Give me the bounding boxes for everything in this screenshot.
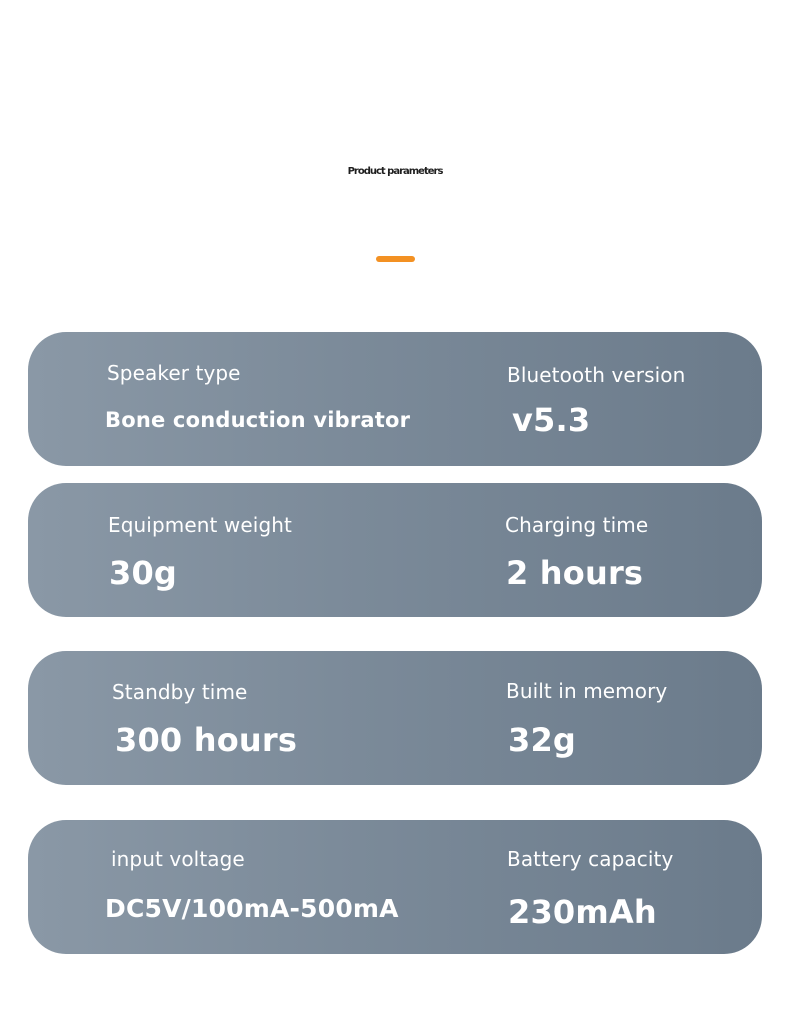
param-card-3: Standby time 300 hours Built in memory 3… — [28, 651, 762, 785]
param-input-voltage-label: input voltage — [111, 847, 245, 871]
param-speaker-type-value: Bone conduction vibrator — [105, 408, 411, 432]
page-title: Product parameters — [347, 166, 444, 177]
param-equipment-weight-value: 30g — [109, 554, 178, 592]
param-charging-time-value: 2 hours — [506, 554, 644, 592]
param-input-voltage-value: DC5V/100mA-500mA — [105, 894, 399, 923]
param-built-in-memory-label: Built in memory — [506, 679, 668, 703]
param-charging-time-label: Charging time — [505, 513, 649, 537]
param-card-1: Speaker type Bone conduction vibrator Bl… — [28, 332, 762, 466]
param-speaker-type-label: Speaker type — [107, 361, 241, 385]
param-card-2: Equipment weight 30g Charging time 2 hou… — [28, 483, 762, 617]
param-bluetooth-version-value: v5.3 — [512, 401, 591, 439]
param-standby-time-value: 300 hours — [115, 721, 298, 759]
param-built-in-memory-value: 32g — [508, 721, 577, 759]
param-card-4: input voltage DC5V/100mA-500mA Battery c… — [28, 820, 762, 954]
param-battery-capacity-label: Battery capacity — [507, 847, 674, 871]
title-accent-bar — [376, 256, 415, 262]
param-equipment-weight-label: Equipment weight — [108, 513, 292, 537]
param-battery-capacity-value: 230mAh — [508, 893, 657, 931]
param-bluetooth-version-label: Bluetooth version — [507, 363, 686, 387]
param-standby-time-label: Standby time — [112, 680, 248, 704]
